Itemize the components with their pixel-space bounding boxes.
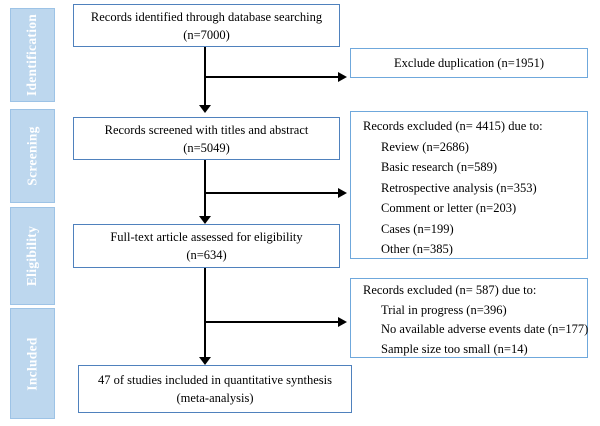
box-fulltext-assessed-text: Full-text article assessed for eligibili… — [110, 230, 303, 244]
arrow-right-icon — [338, 188, 347, 198]
excluded-screening-title: Records excluded (n= 4415) due to: — [363, 119, 543, 133]
exclude-duplication-text: Exclude duplication (n=1951) — [393, 55, 545, 70]
arrow-down-icon — [199, 357, 211, 365]
box-records-identified-count: (n=7000) — [183, 27, 230, 42]
excluded-reason: No available adverse events date (n=177) — [381, 322, 589, 336]
box-records-screened-count: (n=5049) — [183, 140, 230, 155]
arrow-down-icon — [199, 216, 211, 224]
box-fulltext-assessed: Full-text article assessed for eligibili… — [73, 224, 340, 268]
excluded-reason: Sample size too small (n=14) — [381, 341, 528, 356]
stage-bar-eligibility: Eligibility — [10, 207, 55, 305]
excluded-reason: Cases (n=199) — [381, 221, 454, 236]
box-fulltext-assessed-count: (n=634) — [186, 248, 227, 262]
stage-label-identification: Identification — [24, 13, 40, 97]
arrow-down-icon — [199, 105, 211, 113]
stage-label-screening: Screening — [24, 126, 40, 186]
stage-label-eligibility: Eligibility — [24, 225, 40, 287]
box-records-screened: Records screened with titles and abstrac… — [73, 117, 340, 160]
box-records-excluded-eligibility: Records excluded (n= 587) due to: Trial … — [350, 278, 588, 358]
stage-label-included: Included — [24, 336, 40, 391]
excluded-reason: Comment or letter (n=203) — [381, 201, 517, 215]
box-records-identified-text: Records identified through database sear… — [90, 9, 323, 24]
connector-line — [204, 160, 206, 216]
box-studies-included: 47 of studies included in quantitative s… — [78, 365, 352, 413]
connector-line — [204, 268, 206, 357]
stage-bar-identification: Identification — [10, 8, 55, 102]
arrow-right-icon — [338, 72, 347, 82]
box-records-screened-text: Records screened with titles and abstrac… — [104, 122, 309, 137]
excluded-reason: Other (n=385) — [381, 242, 453, 256]
box-exclude-duplication: Exclude duplication (n=1951) — [350, 48, 588, 78]
excluded-reason: Retrospective analysis (n=353) — [381, 180, 537, 195]
excluded-eligibility-title: Records excluded (n= 587) due to: — [363, 283, 537, 297]
excluded-reason: Trial in progress (n=396) — [381, 302, 507, 317]
excluded-reason: Review (n=2686) — [381, 139, 469, 154]
connector-line — [204, 76, 338, 78]
excluded-reason: Basic research (n=589) — [381, 160, 498, 174]
box-records-identified: Records identified through database sear… — [73, 4, 340, 47]
connector-line — [204, 321, 338, 323]
connector-line — [204, 192, 338, 194]
box-records-excluded-screening: Records excluded (n= 4415) due to: Revie… — [350, 111, 588, 259]
box-studies-included-text: 47 of studies included in quantitative s… — [98, 373, 332, 387]
stage-bar-included: Included — [10, 308, 55, 419]
arrow-right-icon — [338, 317, 347, 327]
stage-bar-screening: Screening — [10, 109, 55, 203]
box-studies-included-count: (meta-analysis) — [176, 391, 254, 405]
